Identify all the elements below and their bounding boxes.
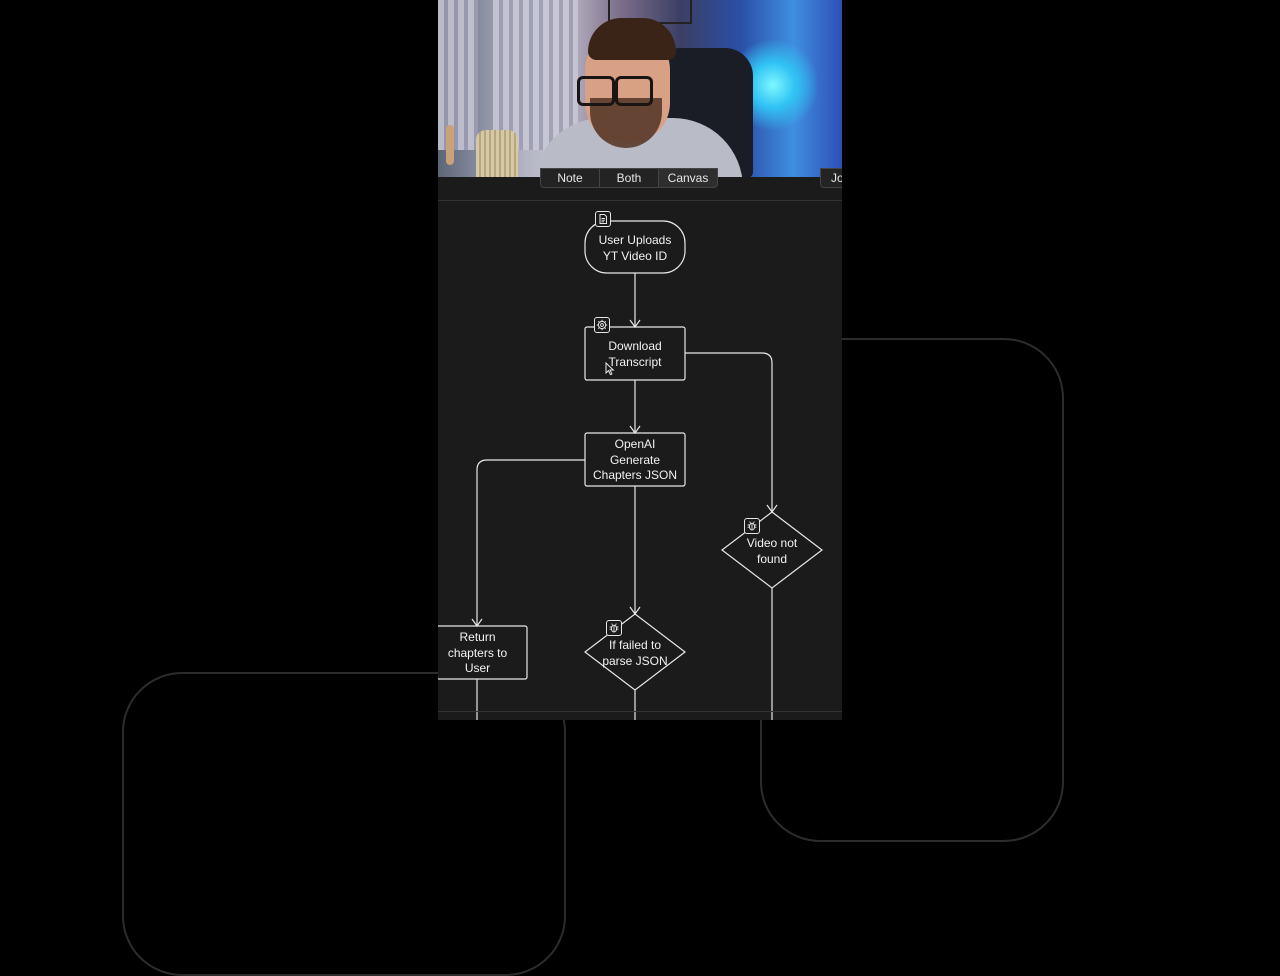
glasses-left [577,76,615,106]
lamp [446,125,454,165]
node-video-not-found-label: Video not found [722,536,822,567]
node-download-transcript-label: Download Transcript [585,339,685,370]
glasses-right [615,76,653,106]
label-line: Chapters JSON [592,468,678,482]
person-hair [588,18,676,60]
webcam-feed [438,0,842,177]
view-toggle-note[interactable]: Note [540,168,600,188]
node-user-uploads-label: User Uploads YT Video ID [585,233,685,264]
node-return-chapters-label: Return chapters to User [438,630,527,677]
label-line: Video not [746,536,798,550]
flowchart-edges [438,220,823,720]
arrowhead [629,425,641,435]
gear-icon[interactable] [594,317,610,333]
label-line: Generate [609,452,661,467]
label-line: User Uploads [598,233,672,247]
node-openai-generate-label: OpenAI Generate Chapters JSON [585,437,685,484]
label-line: YT Video ID [602,248,668,263]
arrowhead [471,618,483,628]
canvas-bottom-divider [438,711,842,712]
label-line: Return [459,630,496,644]
label-line: OpenAI [614,437,656,451]
bug-icon[interactable] [606,620,622,636]
label-line: chapters to [447,645,508,660]
microphone [476,130,518,177]
curtain [438,0,478,150]
label-line: parse JSON [602,653,668,668]
node-failed-parse-label: If failed to parse JSON [585,638,685,669]
label-line: Download [608,339,662,353]
label-line: Transcript [608,354,662,369]
view-toggle-canvas[interactable]: Canvas [658,168,718,188]
video-frame: Note Both Canvas Jo [438,0,842,720]
label-line: found [756,551,788,566]
edge-openai-to-return [476,459,585,626]
toolbar-cut-button[interactable]: Jo [820,168,842,188]
bug-icon[interactable] [744,518,760,534]
label-line: User [464,661,491,675]
canvas[interactable]: User Uploads YT Video ID Download Transc… [438,200,842,720]
edge-download-to-notfound [685,352,773,512]
label-line: If failed to [608,638,662,652]
arrowhead [766,504,778,514]
view-toggle-both[interactable]: Both [599,168,659,188]
arrowhead [629,606,641,616]
curtain [493,0,578,150]
mouse-cursor-icon [605,362,615,376]
arrowhead [629,319,641,329]
toolbar [438,170,842,201]
document-icon[interactable] [595,211,611,227]
